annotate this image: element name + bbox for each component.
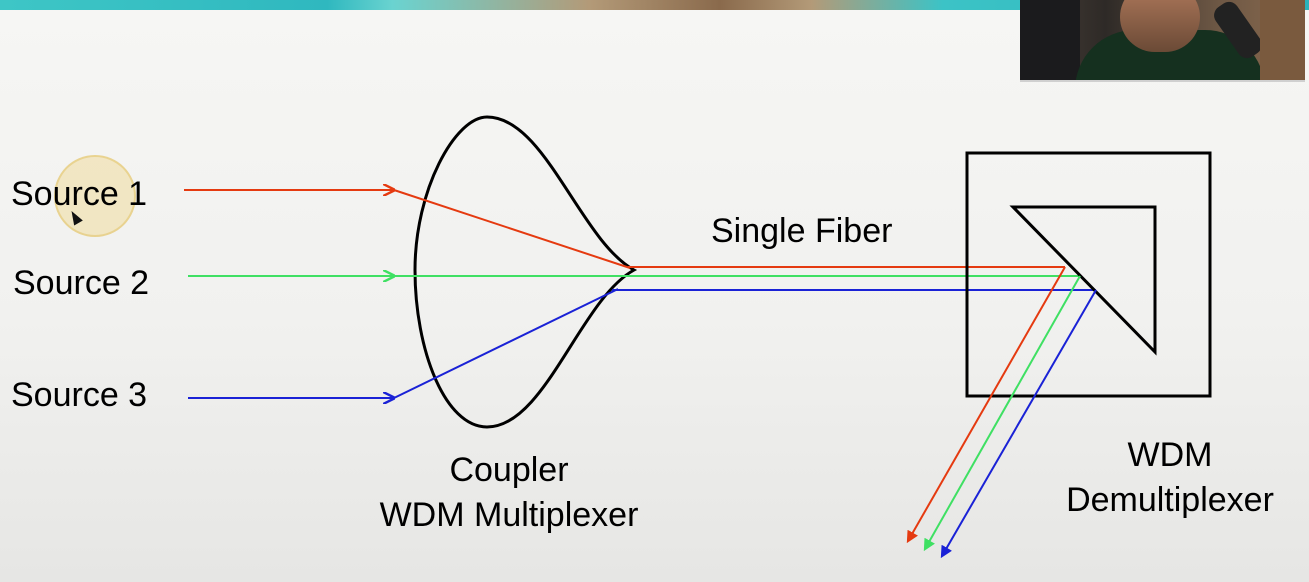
source-1-coupler-ray	[393, 189, 631, 269]
output-blue-arrow	[940, 289, 1097, 559]
cursor-highlight	[54, 155, 136, 237]
coupler-label: Coupler	[449, 451, 569, 489]
source-3-coupler-ray	[393, 288, 619, 399]
source-3-label: Source 3	[11, 376, 148, 414]
webcam-overlay	[1020, 0, 1305, 82]
output-red-arrow	[906, 266, 1066, 544]
background-banner	[0, 0, 1309, 10]
source-2-label: Source 2	[13, 264, 150, 302]
source-1-label: Source 1	[11, 175, 148, 213]
single-fiber-label: Single Fiber	[711, 212, 893, 250]
demultiplexer-box	[965, 151, 1212, 398]
demultiplexer-prism	[1009, 205, 1157, 356]
demultiplexer-label: Demultiplexer	[1066, 481, 1274, 519]
webcam-person-head	[1120, 0, 1200, 52]
wdm-label: WDM	[1127, 436, 1213, 474]
output-green-arrow	[923, 275, 1081, 552]
coupler-shape	[413, 115, 638, 429]
webcam-shelf	[1260, 0, 1305, 80]
wdm-multiplexer-label: WDM Multiplexer	[379, 496, 639, 534]
webcam-chair	[1020, 0, 1080, 80]
